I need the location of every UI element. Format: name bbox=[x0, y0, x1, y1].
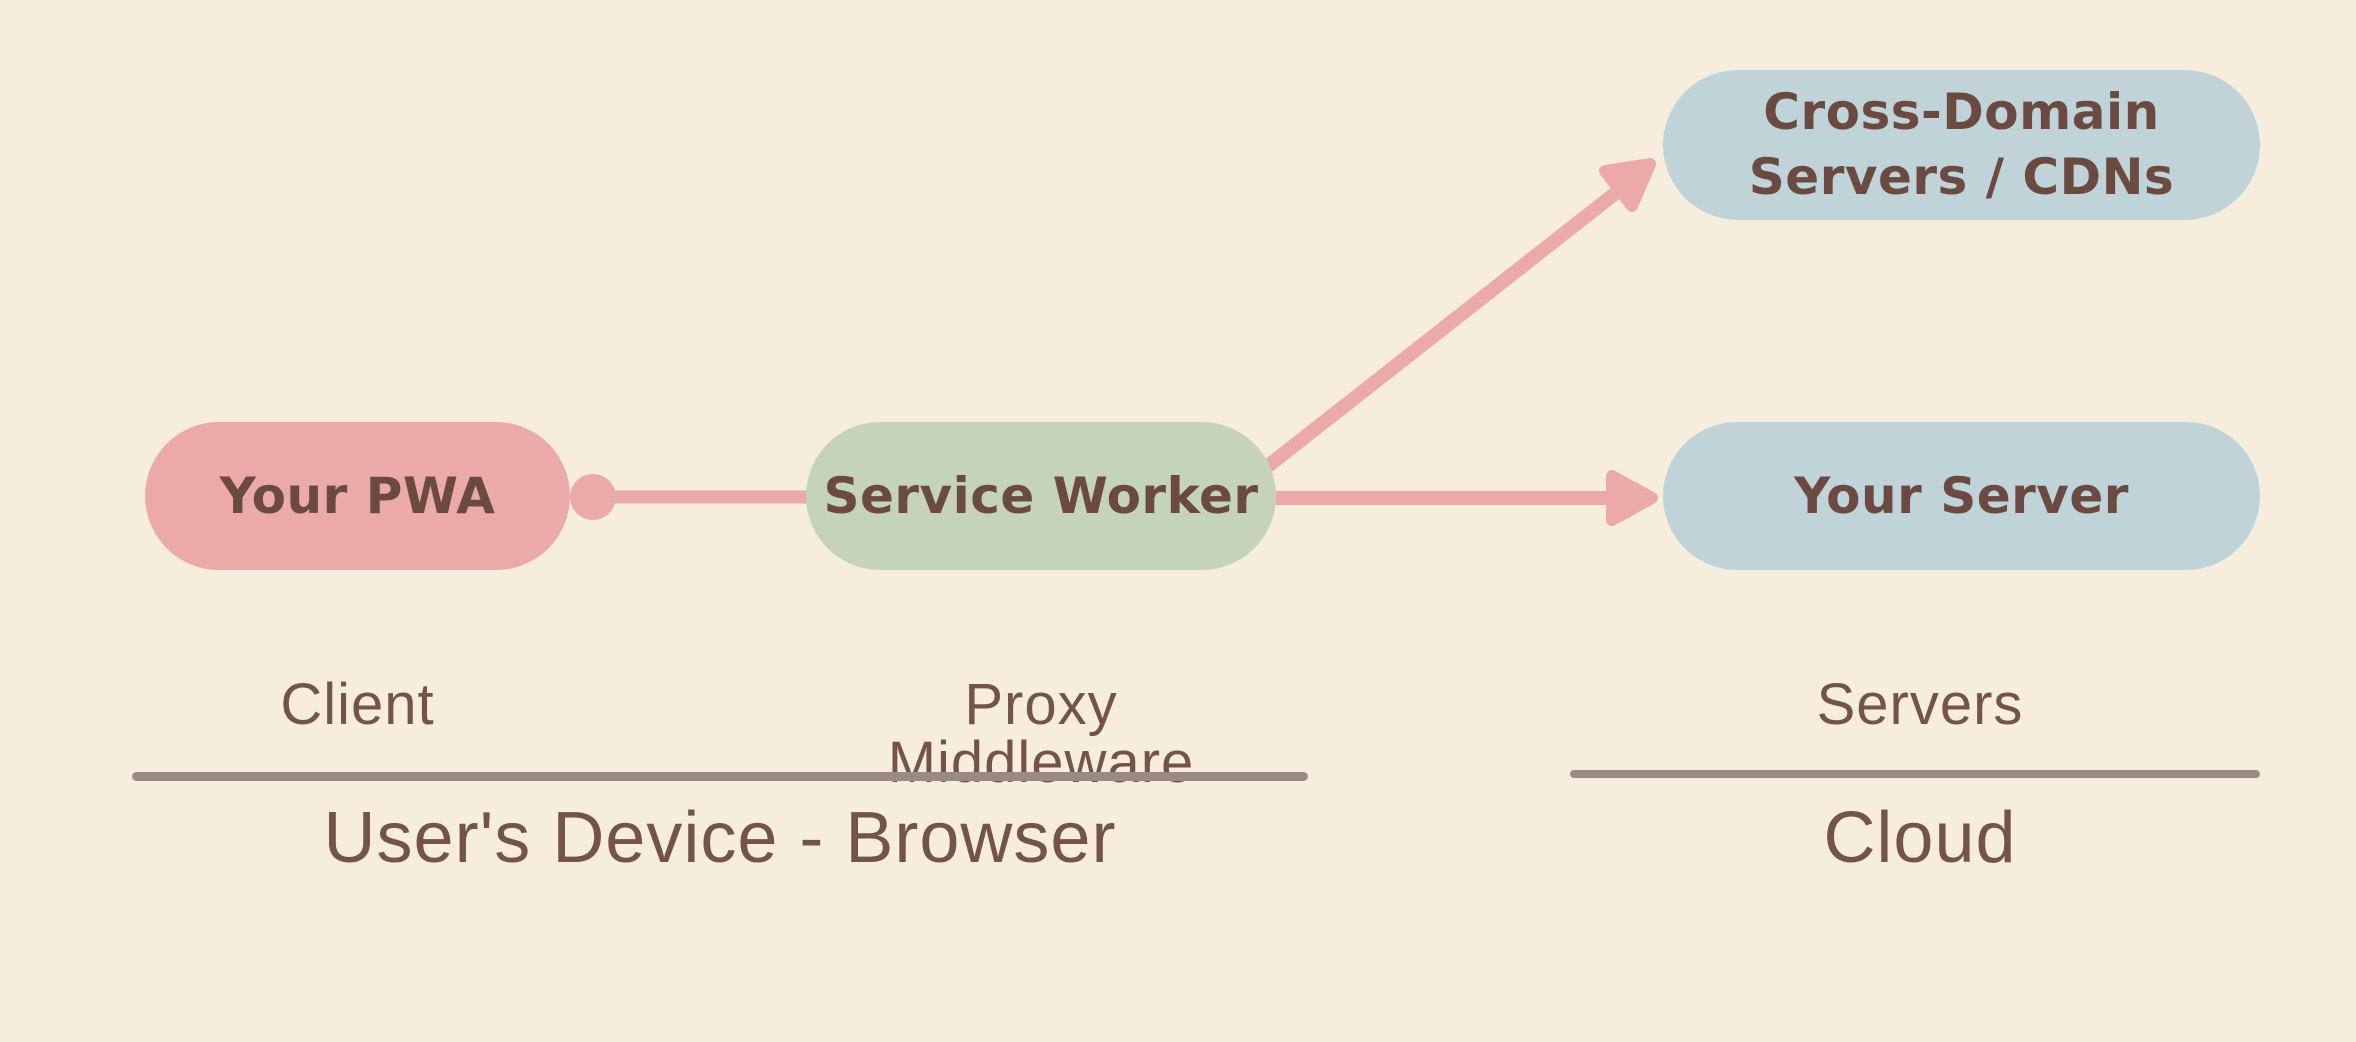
node-cross-domain-line2: Servers / CDNs bbox=[1748, 148, 2175, 206]
sw-to-cdn-arrow-line bbox=[1235, 182, 1627, 494]
node-your-server: Your Server bbox=[1663, 422, 2260, 570]
node-your-pwa: Your PWA bbox=[145, 422, 570, 570]
node-cross-domain-servers: Cross-Domain Servers / CDNs bbox=[1663, 70, 2260, 220]
group-label-client: Client bbox=[280, 672, 435, 737]
node-your-pwa-label: Your PWA bbox=[219, 466, 496, 525]
section-label-cloud: Cloud bbox=[1823, 798, 2017, 878]
section-label-users-device: User's Device - Browser bbox=[323, 798, 1117, 878]
sw-to-server-arrowhead-icon bbox=[1606, 470, 1658, 526]
connector-dot-icon bbox=[570, 474, 616, 520]
node-cross-domain-line1: Cross-Domain bbox=[1763, 83, 2160, 141]
node-service-worker-label: Service Worker bbox=[823, 466, 1259, 525]
group-label-servers: Servers bbox=[1816, 672, 2024, 737]
sw-to-cdn-arrowhead-icon bbox=[1599, 158, 1656, 212]
device-section-divider bbox=[132, 772, 1308, 781]
group-label-proxy-middleware: Proxy Middleware bbox=[887, 672, 1195, 795]
node-your-server-label: Your Server bbox=[1794, 466, 2129, 525]
node-service-worker: Service Worker bbox=[806, 422, 1276, 570]
cloud-section-divider bbox=[1570, 770, 2260, 778]
